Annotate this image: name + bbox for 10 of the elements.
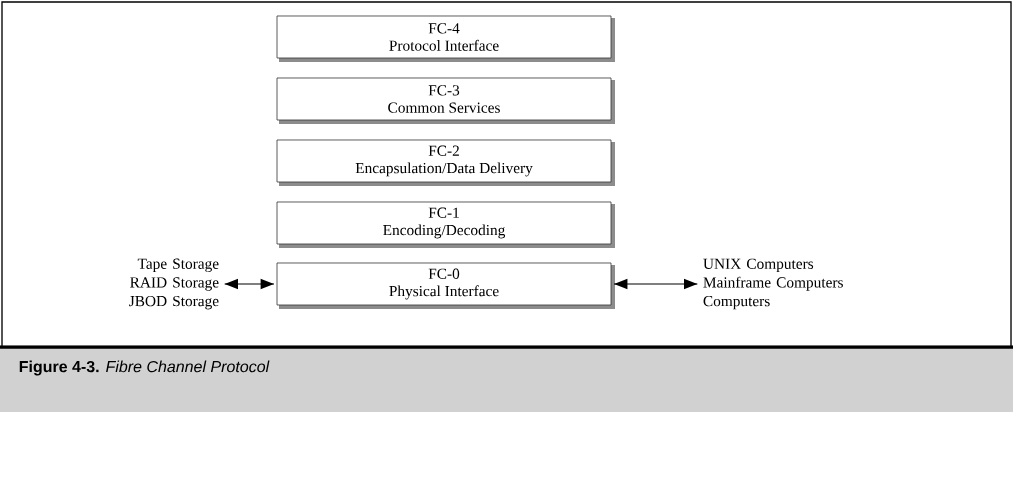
layer-box: FC-1 Encoding/Decoding bbox=[276, 201, 615, 248]
figure-caption: Figure 4-3. Fibre Channel Protocol bbox=[19, 360, 270, 376]
layer-box: FC-3 Common Services bbox=[276, 77, 615, 124]
layer-box: FC-4 Protocol Interface bbox=[276, 15, 615, 62]
device-list: UNIX Computers Mainframe Computers Computers bbox=[703, 258, 843, 310]
layer-box: FC-2 Encapsulation/Data Delivery bbox=[276, 139, 615, 186]
arrow bbox=[224, 278, 275, 290]
layer-box: FC-0 Physical Interface bbox=[276, 262, 615, 309]
arrow bbox=[613, 278, 698, 290]
device-list: Tape Storage RAID Storage JBOD Storage bbox=[129, 258, 219, 310]
